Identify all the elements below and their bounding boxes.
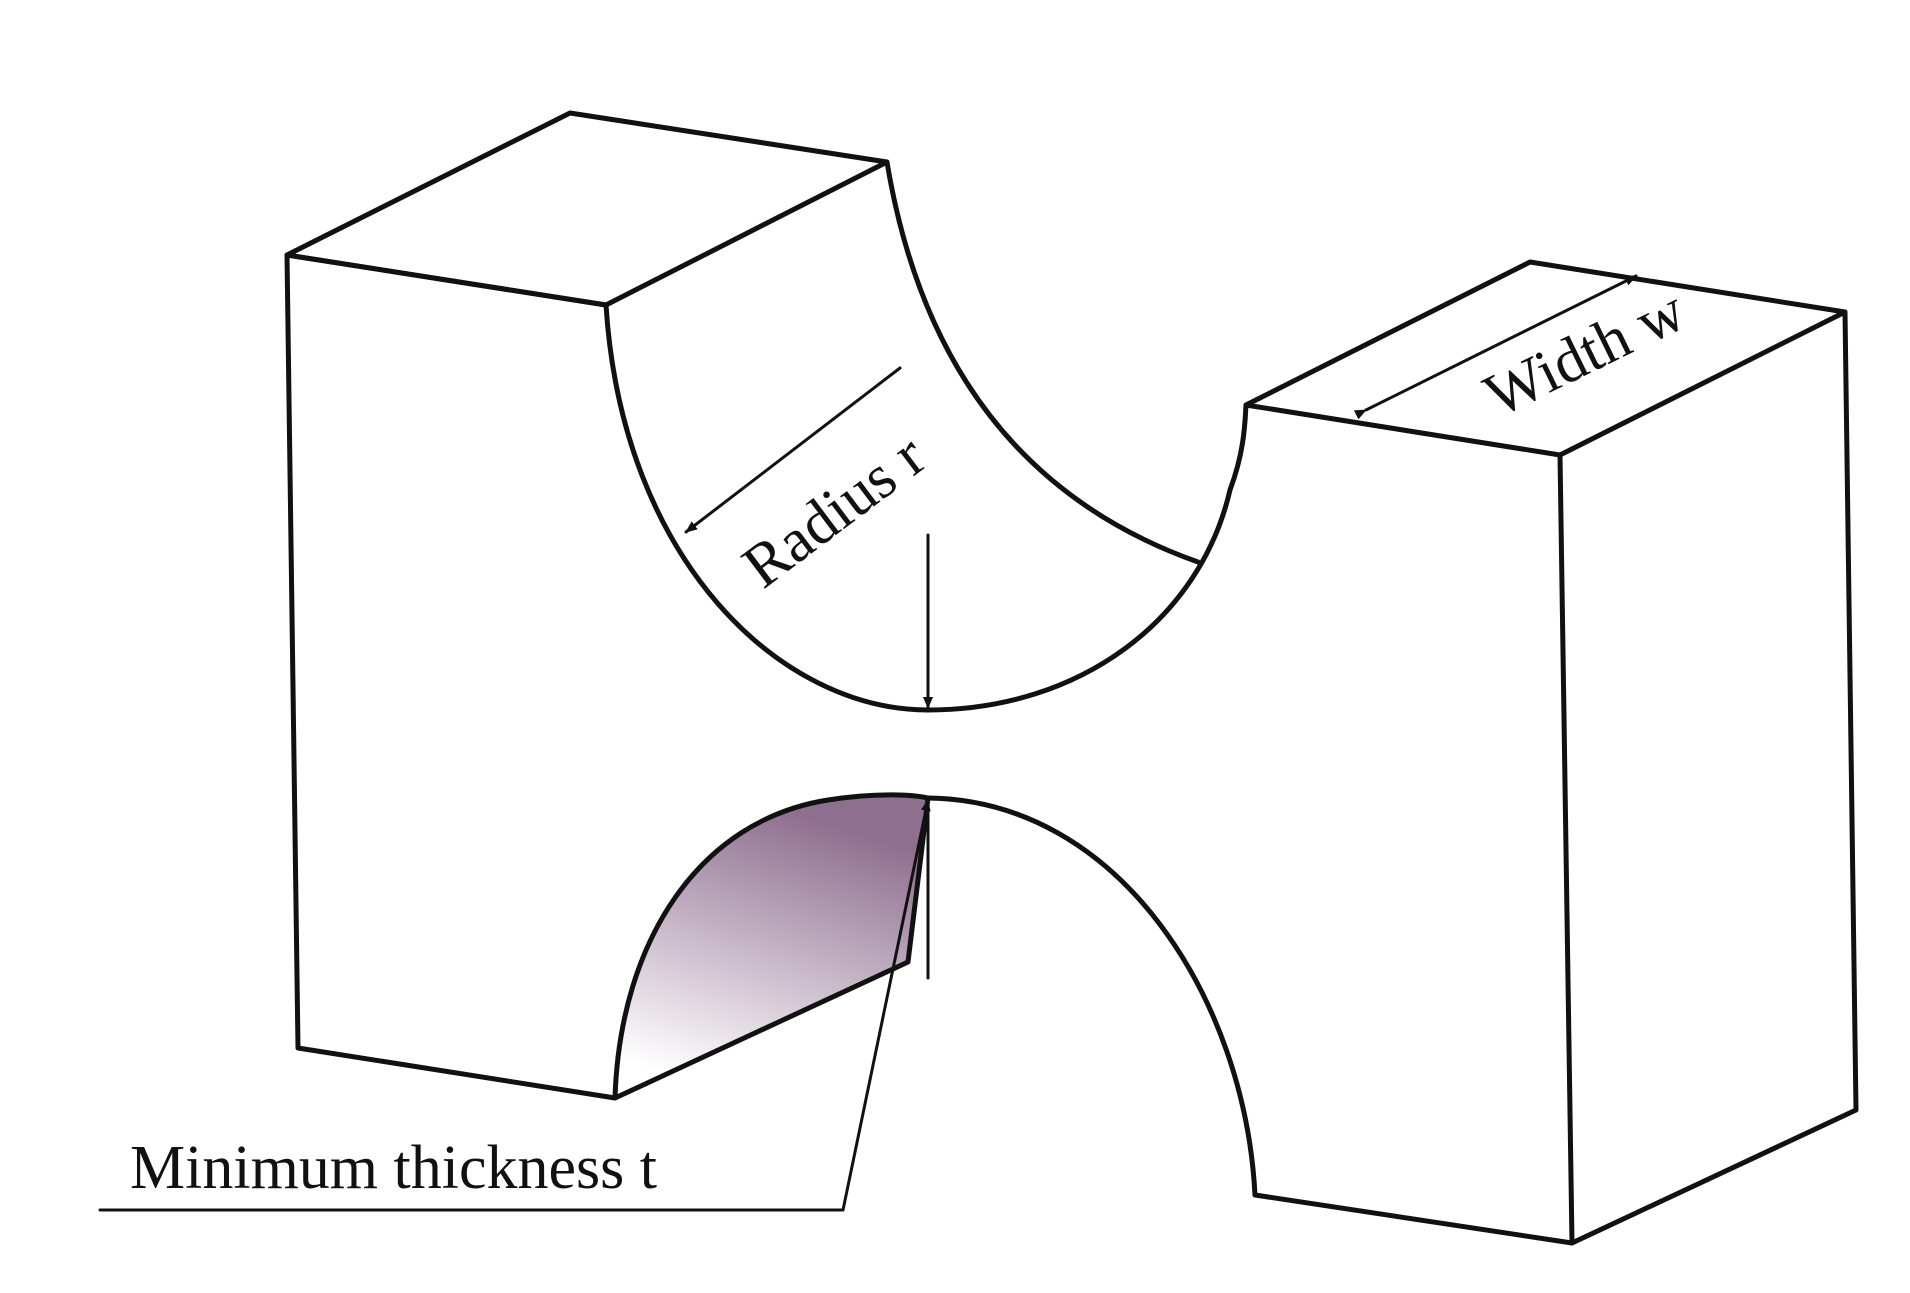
width-arrow-segment: [1353, 274, 1638, 420]
right-block: [1243, 259, 1859, 1246]
lower-notch-shaded-outline: [612, 792, 931, 1101]
thickness-label: Minimum thickness t: [130, 1134, 657, 1202]
left-block-front-left-edge: [284, 252, 618, 1101]
lower-notch: [612, 792, 1258, 1198]
width-dimension: Width w: [1353, 274, 1696, 431]
lower-notch-front-arc: [925, 795, 1258, 1198]
lower-notch-shaded-surface: [615, 794, 928, 1098]
radius-arrow: [684, 366, 902, 534]
thickness-leader-line: [841, 798, 931, 1212]
upper-notch-back-arc: [884, 159, 1201, 565]
thickness-dimension: Minimum thickness t: [98, 533, 933, 1212]
upper-notch: [603, 159, 1249, 713]
radius-label: Radius r: [731, 421, 939, 601]
left-block-front-top-edge: [284, 252, 609, 308]
right-block-right-edge: [1569, 309, 1859, 1246]
upper-notch-front-arc: [603, 302, 1249, 713]
right-block-front-edge: [1557, 452, 1575, 1246]
right-block-bottom-edge: [1252, 1192, 1575, 1246]
width-label: Width w: [1474, 276, 1695, 430]
left-block-top-face: [284, 110, 890, 308]
radius-dimension: Radius r: [684, 366, 939, 601]
